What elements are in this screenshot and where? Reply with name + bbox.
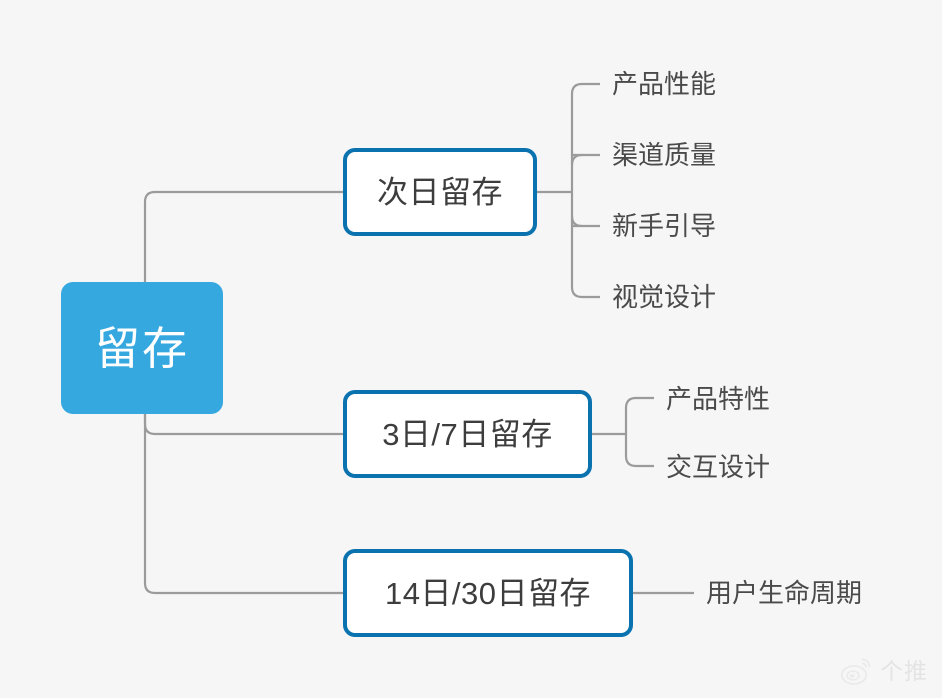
branch-node-next-day-retention[interactable]: 次日留存 [343, 148, 537, 236]
branch-node-day14-day30-retention[interactable]: 14日/30日留存 [343, 549, 633, 637]
root-node-label: 留存 [94, 322, 189, 374]
bracket-elbow-branch-1-leaf-3 [570, 215, 583, 228]
trunk-connector-branch-3 [143, 348, 343, 595]
leaf-node-product-performance[interactable]: 产品性能 [612, 69, 717, 99]
leaf-node-user-lifecycle[interactable]: 用户生命周期 [706, 578, 863, 608]
bracket-branch-2 [624, 396, 654, 468]
leaf-node-newbie-guide[interactable]: 新手引导 [612, 211, 717, 241]
leaf-node-visual-design[interactable]: 视觉设计 [612, 282, 717, 312]
root-node-retention[interactable]: 留存 [61, 282, 223, 414]
bracket-elbow-branch-1-leaf-2 [570, 153, 583, 166]
bracket-branch-1 [570, 82, 600, 299]
trunk-connector-branch-1 [143, 190, 343, 348]
branch-node-label: 14日/30日留存 [384, 575, 592, 611]
branch-node-label: 次日留存 [377, 174, 503, 210]
branch-node-day3-day7-retention[interactable]: 3日/7日留存 [343, 390, 592, 478]
leaf-node-channel-quality[interactable]: 渠道质量 [612, 140, 717, 170]
leaf-node-interaction-design[interactable]: 交互设计 [666, 452, 771, 482]
branch-node-label: 3日/7日留存 [382, 416, 553, 452]
leaf-node-product-features[interactable]: 产品特性 [666, 384, 771, 414]
